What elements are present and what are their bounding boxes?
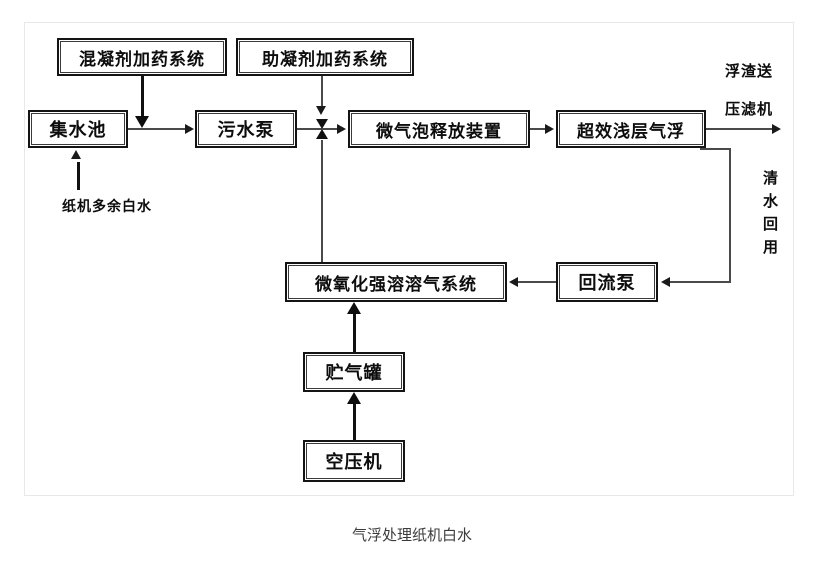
edge-microbubble-to-flotation: [530, 128, 546, 130]
node-label: 微氧化强溶溶气系统: [315, 274, 477, 295]
node-label: 回流泵: [578, 273, 636, 294]
node-label: 污水泵: [217, 120, 275, 141]
edge-whitewater-to-pool: [77, 162, 80, 190]
arrowhead-clearwater-to-reflux-pump: [661, 277, 670, 287]
figure-caption: 气浮处理纸机白水: [351, 526, 472, 544]
edge-valve-to-microbubble: [322, 128, 338, 130]
node-label: 微气泡释放装置: [376, 121, 502, 142]
edge-coagulant-down: [141, 76, 144, 118]
arrowhead-coagulant-down: [135, 116, 149, 128]
arrowhead-pool-to-sewage-pump: [185, 124, 194, 134]
node-label: 空压机: [325, 452, 383, 473]
diagram-frame: [24, 22, 794, 496]
node-shallow-flotation[interactable]: 超效浅层气浮: [556, 110, 706, 148]
node-label: 超效浅层气浮: [577, 121, 685, 142]
node-air-compressor[interactable]: 空压机: [303, 440, 405, 482]
annotation-scum-to-press-line1: 浮渣送: [725, 62, 774, 80]
edge-pool-to-sewage-pump: [128, 128, 186, 130]
node-microbubble-release[interactable]: 微气泡释放装置: [348, 110, 530, 148]
arrowhead-gas-tank-to-micro-oxidation: [347, 302, 361, 314]
annotation-scum-to-press-line2: 压滤机: [725, 100, 774, 118]
edge-clearwater-to-reflux-pump: [670, 281, 731, 283]
arrowhead-whitewater-to-pool: [71, 150, 81, 159]
node-flocculant-dosing[interactable]: 助凝剂加药系统: [236, 38, 414, 76]
edge-flocculant-down-to-valve: [321, 76, 323, 110]
arrowhead-compressor-to-gas-tank: [347, 392, 361, 404]
edge-flotation-to-scum-outlet: [706, 128, 774, 130]
edge-compressor-to-gas-tank: [353, 404, 356, 440]
arrowhead-flocculant-into-valve: [316, 106, 326, 115]
node-collection-pool[interactable]: 集水池: [28, 110, 128, 148]
arrowhead-reflux-to-micro-oxidation: [509, 277, 518, 287]
node-label: 集水池: [49, 120, 107, 141]
annotation-white-water-inlet: 纸机多余白水: [62, 199, 152, 215]
edge-flotation-clearwater-down: [729, 148, 731, 282]
node-label: 混凝剂加药系统: [79, 49, 205, 70]
node-gas-storage-tank[interactable]: 贮气罐: [303, 352, 405, 392]
node-label: 贮气罐: [325, 363, 383, 384]
node-coagulant-dosing[interactable]: 混凝剂加药系统: [57, 38, 227, 76]
edge-gas-tank-to-micro-oxidation: [353, 314, 356, 352]
edge-sewage-pump-to-valve: [297, 128, 323, 130]
arrowhead-flotation-to-scum-outlet: [772, 124, 781, 134]
node-label: 助凝剂加药系统: [262, 49, 388, 70]
edge-micro-oxidation-to-microbubble: [321, 140, 323, 262]
edge-reflux-pump-to-micro-oxidation: [518, 281, 556, 283]
annotation-clean-water-reuse: 清水回用: [761, 170, 779, 262]
edge-flotation-clearwater-top-stub: [700, 148, 731, 150]
node-reflux-pump[interactable]: 回流泵: [556, 262, 658, 302]
arrowhead-microbubble-to-flotation: [545, 124, 554, 134]
arrowhead-valve-to-microbubble: [337, 124, 346, 134]
node-sewage-pump[interactable]: 污水泵: [195, 110, 297, 148]
node-micro-oxidation[interactable]: 微氧化强溶溶气系统: [285, 262, 507, 302]
